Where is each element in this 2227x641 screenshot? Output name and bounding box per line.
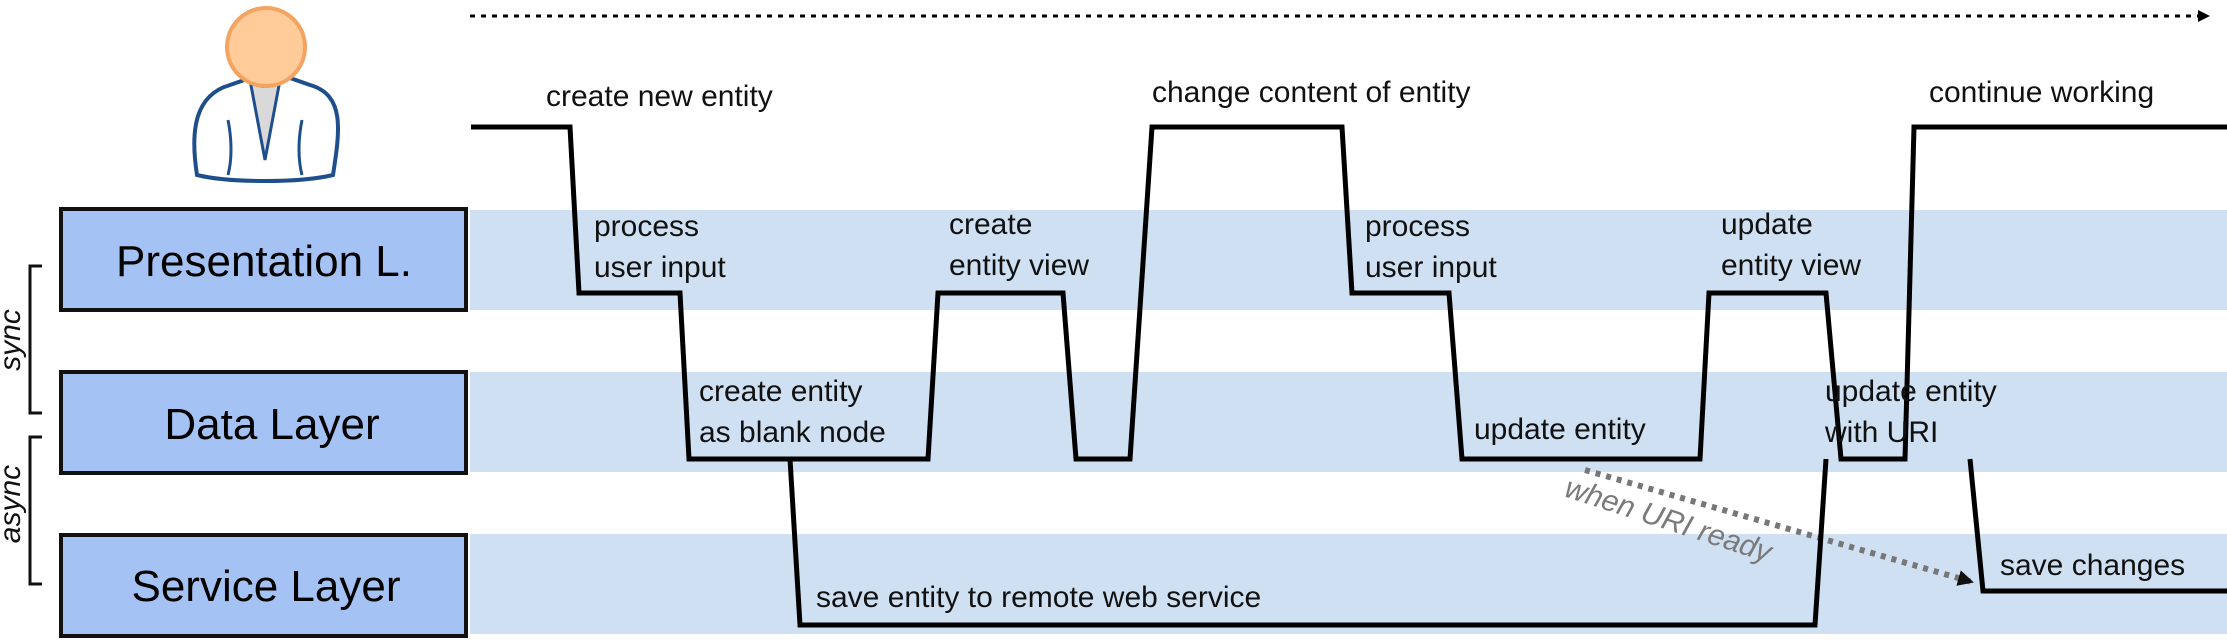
step-create-entity-view-line2: entity view: [949, 249, 1089, 282]
service-flow-line: [787, 458, 1829, 628]
step-process-user-input-2-line1: process: [1365, 210, 1470, 243]
sync-label: sync: [0, 309, 27, 371]
step-create-entity-blank-node: create entity as blank node: [699, 375, 886, 449]
step-save-entity-remote: save entity to remote web service: [816, 581, 1261, 614]
service-layer-box: [59, 533, 468, 638]
step-process-user-input-1-line2: user input: [594, 251, 726, 284]
when-uri-ready-arrow: [1584, 467, 1974, 586]
async-label: async: [0, 465, 27, 543]
step-update-entity-view: update entity view: [1721, 208, 1861, 282]
step-update-entity-view-line2: entity view: [1721, 249, 1861, 282]
data-layer-label: Data Layer: [164, 400, 379, 449]
step-save-changes: save changes: [2000, 549, 2185, 582]
step-continue-working: continue working: [1929, 76, 2154, 109]
user-icon: [192, 6, 341, 183]
service-layer-label: Service Layer: [131, 562, 400, 611]
save-changes-flow-line: [1967, 458, 2227, 594]
sync-bracket: [28, 264, 42, 415]
step-update-entity: update entity: [1474, 413, 1646, 446]
step-change-content: change content of entity: [1152, 76, 1471, 109]
step-create-new-entity: create new entity: [546, 80, 773, 113]
step-create-entity-view: create entity view: [949, 208, 1089, 282]
step-process-user-input-2-line2: user input: [1365, 251, 1497, 284]
step-update-entity-view-line1: update: [1721, 208, 1813, 241]
presentation-layer-label: Presentation L.: [116, 237, 412, 286]
step-process-user-input-2: process user input: [1365, 210, 1497, 284]
data-layer-box: [59, 370, 468, 475]
step-create-entity-blank-node-line1: create entity: [699, 375, 862, 408]
step-process-user-input-1-line1: process: [594, 210, 699, 243]
step-process-user-input-1: process user input: [594, 210, 726, 284]
service-lane-band: [470, 534, 2227, 634]
flow-line: [471, 124, 2227, 462]
presentation-layer-box: [59, 207, 468, 312]
step-update-entity-with-uri-line2: with URI: [1824, 416, 1938, 449]
step-update-entity-with-uri-line1: update entity: [1825, 375, 1997, 408]
data-lane-band: [470, 372, 2227, 472]
step-create-entity-blank-node-line2: as blank node: [699, 416, 886, 449]
async-bracket: [28, 435, 42, 586]
step-update-entity-with-uri: update entity with URI: [1824, 375, 2005, 449]
step-create-entity-view-line1: create: [949, 208, 1032, 241]
